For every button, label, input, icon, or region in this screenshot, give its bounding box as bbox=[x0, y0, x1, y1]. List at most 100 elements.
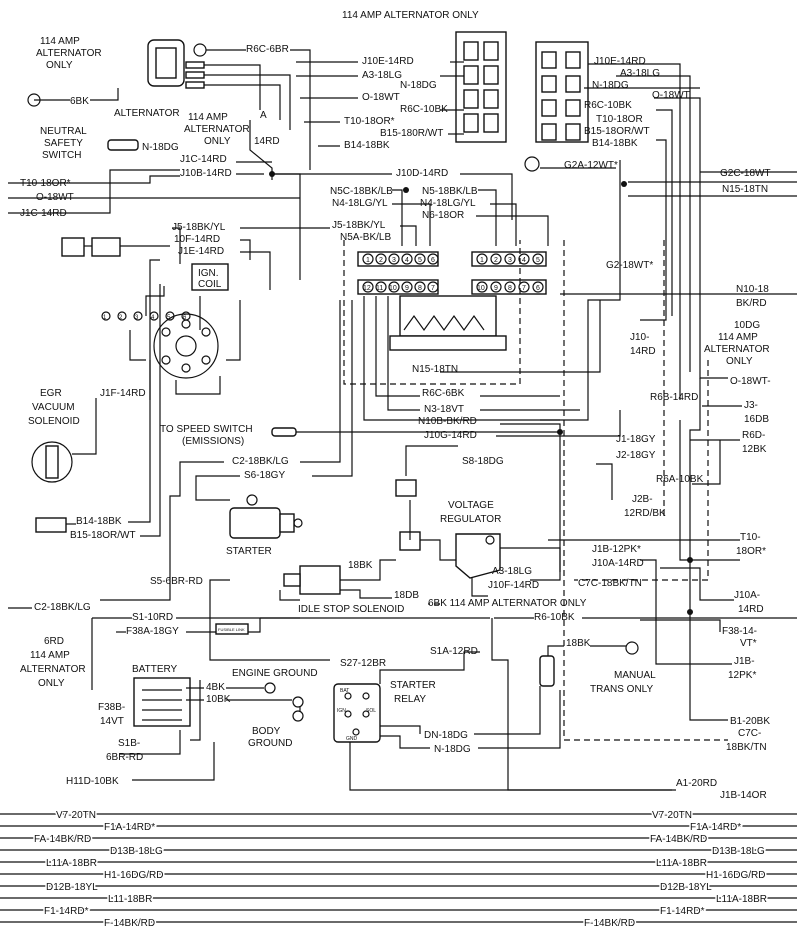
wire-j10e-14rd-r: J10E-14RD bbox=[594, 56, 646, 67]
wire-18bk: 18BK bbox=[348, 560, 373, 571]
label-114amp-mid-2: ALTERNATOR bbox=[184, 124, 250, 135]
wire-j10b-14rd: J10B-14RD bbox=[180, 168, 232, 179]
wire-t10-1: T10- bbox=[740, 532, 761, 543]
wire-n-18dg-c: N-18DG bbox=[400, 80, 437, 91]
label-ign-coil-1: IGN. bbox=[198, 268, 219, 279]
wire-g2c-18wt: G2C-18WT bbox=[720, 168, 771, 179]
wire-s1-10rd: S1-10RD bbox=[132, 612, 173, 623]
bus-left-7: L11-18BR bbox=[108, 894, 152, 905]
wire-6bk: 6BK bbox=[70, 96, 89, 107]
wire-j10e-14rd-c: J10E-14RD bbox=[362, 56, 414, 67]
bottom-bus bbox=[0, 813, 797, 923]
speed-switch-plug bbox=[271, 427, 297, 437]
label-starter: STARTER bbox=[226, 546, 272, 557]
wire-j10f-14rd: J10F-14RD bbox=[488, 580, 539, 591]
label-114amp-left-3: ONLY bbox=[46, 60, 73, 71]
connector-left-1 bbox=[61, 237, 85, 257]
label-voltage-2: REGULATOR bbox=[440, 514, 501, 525]
wire-j10d-14rd: J10D-14RD bbox=[396, 168, 448, 179]
label-114amp-left-2: ALTERNATOR bbox=[36, 48, 102, 59]
bus-right-0: V7-20TN bbox=[652, 810, 692, 821]
bus-right-5: H1-16DG/RD bbox=[706, 870, 765, 881]
manual-trans-ground-icon bbox=[625, 641, 639, 655]
label-A: A bbox=[260, 110, 267, 121]
wire-n10b-bkrd: N10B-BK/RD bbox=[418, 416, 477, 427]
wire-j1f-14rd: J1F-14RD bbox=[100, 388, 146, 399]
wire-g2a-12wt: G2A-12WT* bbox=[564, 160, 618, 171]
label-starter-relay-2: RELAY bbox=[394, 694, 426, 705]
wire-j1b-r2: 12PK* bbox=[728, 670, 756, 681]
wire-c7c-r1: C7C- bbox=[738, 728, 761, 739]
wire-j10-1: J10- bbox=[630, 332, 649, 343]
bus-left-8: F1-14RD* bbox=[44, 906, 89, 917]
wire-n15-18tn-c: N15-18TN bbox=[412, 364, 458, 375]
wire-j3-2: 16DB bbox=[744, 414, 769, 425]
svg-text:7: 7 bbox=[522, 285, 526, 292]
bus-right-8: F1-14RD* bbox=[660, 906, 705, 917]
junction-dots bbox=[269, 171, 693, 615]
bus-right-3: D13B-18LG bbox=[712, 846, 765, 857]
svg-text:9: 9 bbox=[405, 285, 409, 292]
wire-18db: 18DB bbox=[394, 590, 419, 601]
wire-j3-1: J3- bbox=[744, 400, 758, 411]
wire-j1e-14rd: J1E-14RD bbox=[178, 246, 224, 257]
wire-j1b-14or: J1B-14OR bbox=[720, 790, 767, 801]
wire-14rd: 14RD bbox=[254, 136, 280, 147]
label-speed-switch-2: (EMISSIONS) bbox=[182, 436, 244, 447]
bus-right-1: F1A-14RD* bbox=[690, 822, 741, 833]
connector-egr bbox=[35, 517, 67, 533]
svg-text:4: 4 bbox=[522, 257, 526, 264]
label-manual-1: MANUAL bbox=[614, 670, 656, 681]
wire-j10a-r1: J10A- bbox=[734, 590, 760, 601]
svg-text:8: 8 bbox=[508, 285, 512, 292]
idle-stop-solenoid bbox=[283, 565, 341, 595]
wire-b15-180rwt-c: B15-180R/WT bbox=[380, 128, 443, 139]
wire-j5-18bkyl-c: J5-18BK/YL bbox=[332, 220, 386, 231]
wire-r6-10bk: R6-10BK bbox=[534, 612, 575, 623]
wire-j2-18gy: J2-18GY bbox=[616, 450, 656, 461]
wire-4bk: 4BK bbox=[206, 682, 225, 693]
wire-n10-18-1: N10-18 bbox=[736, 284, 769, 295]
bus-left-0: V7-20TN bbox=[56, 810, 96, 821]
wire-n-18dg-neutral: N-18DG bbox=[142, 142, 179, 153]
bus-left-5: H1-16DG/RD bbox=[104, 870, 163, 881]
wire-b1-20bk: B1-20BK bbox=[730, 716, 770, 727]
label-egr-2: VACUUM bbox=[32, 402, 75, 413]
ign-coil-box bbox=[191, 263, 229, 291]
svg-text:2: 2 bbox=[119, 315, 123, 321]
label-left114-2: 114 AMP bbox=[30, 650, 70, 661]
wire-s27-12br: S27-12BR bbox=[340, 658, 386, 669]
connector-left-2 bbox=[91, 237, 121, 257]
wire-t10-18or-c: T10-18OR* bbox=[344, 116, 395, 127]
svg-text:2: 2 bbox=[379, 257, 383, 264]
wire-n10-18-2: BK/RD bbox=[736, 298, 767, 309]
wire-t10-18or-r: T10-18OR bbox=[596, 114, 643, 125]
g2a-ground-icon bbox=[524, 156, 540, 172]
wire-s8-18dg: S8-18DG bbox=[462, 456, 504, 467]
wire-a3-18lg-vr: A3-18LG bbox=[492, 566, 532, 577]
wire-r6d-1: R6D- bbox=[742, 430, 765, 441]
wire-j10-2: 14RD bbox=[630, 346, 656, 357]
label-6rd: 6RD bbox=[44, 636, 64, 647]
wire-n5-18bklb: N5-18BK/LB bbox=[422, 186, 478, 197]
label-114amp-left-1: 114 AMP bbox=[40, 36, 80, 47]
wire-j1b-12pk: J1B-12PK* bbox=[592, 544, 641, 555]
wire-r6c-10bk-c: R6C-10BK bbox=[400, 104, 448, 115]
bus-right-2: FA-14BK/RD bbox=[650, 834, 707, 845]
wire-j1b-r1: J1B- bbox=[734, 656, 755, 667]
wire-j2b-1: J2B- bbox=[632, 494, 653, 505]
label-alt-right-2: ALTERNATOR bbox=[704, 344, 770, 355]
wire-n-18dg-r: N-18DG bbox=[592, 80, 629, 91]
bus-right-4: L11A-18BR bbox=[656, 858, 707, 869]
wire-c7c-18bktn: C7C-18BK/TN bbox=[578, 578, 642, 589]
battery bbox=[133, 677, 191, 727]
engine-ground-icon bbox=[264, 682, 276, 694]
bus-right-9: F-14BK/RD bbox=[584, 918, 635, 929]
svg-text:6: 6 bbox=[183, 315, 187, 321]
dashed-lines bbox=[343, 240, 728, 741]
wire-10f-14rd: 10F-14RD bbox=[174, 234, 220, 245]
label-neutral-3: SWITCH bbox=[42, 150, 81, 161]
wire-n3-18vt: N3-18VT bbox=[424, 404, 464, 415]
wire-f38-1: F38-14- bbox=[722, 626, 757, 637]
